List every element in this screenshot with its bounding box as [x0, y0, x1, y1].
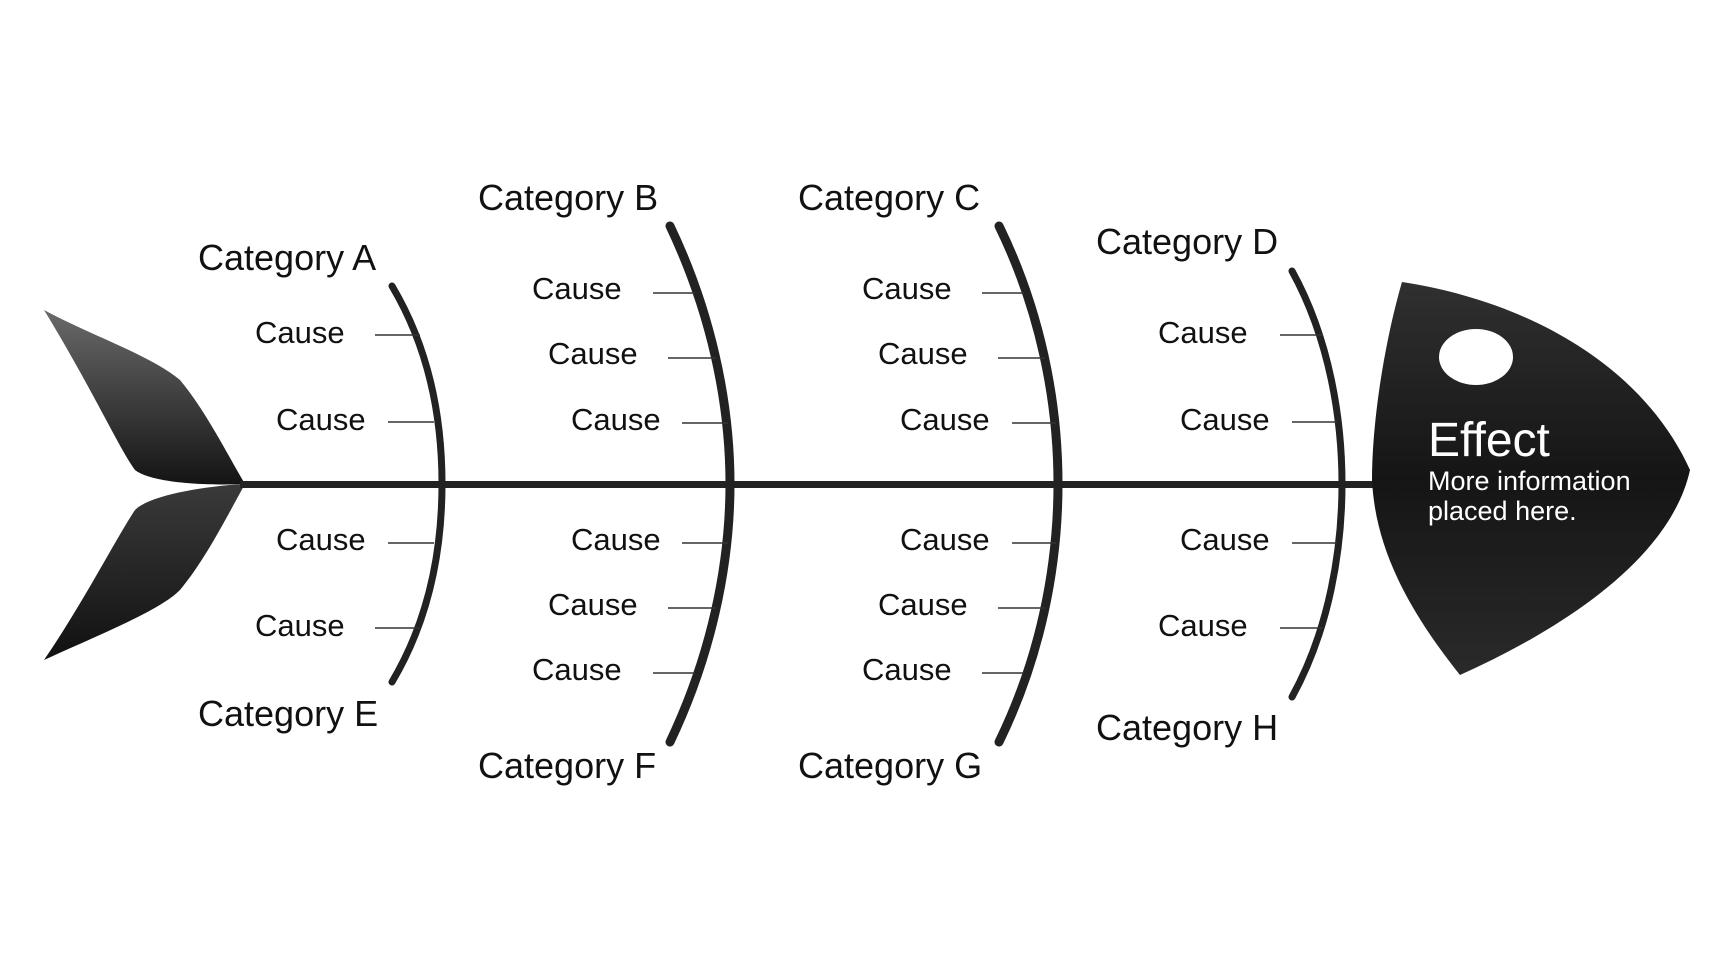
cause-label: Cause [571, 522, 661, 557]
category-c-label: Category C [798, 177, 980, 218]
category-b-label: Category B [478, 177, 658, 218]
bone-category-c [994, 221, 1063, 489]
cause-label: Cause [255, 315, 345, 350]
bone-category-d [1288, 267, 1346, 488]
cause-label: Cause [276, 522, 366, 557]
cause-label: Cause [862, 652, 952, 687]
cause-label: Cause [255, 608, 345, 643]
cause-label: Cause [878, 587, 968, 622]
cause-label: Cause [900, 522, 990, 557]
effect-description-line-2: placed here. [1428, 496, 1577, 526]
cause-label: Cause [1180, 402, 1270, 437]
tail-upper-fin [44, 310, 245, 485]
bone-category-g [994, 479, 1063, 747]
cause-label: Cause [532, 271, 622, 306]
spine [240, 481, 1385, 488]
bone-category-a [388, 282, 446, 488]
category-h-label: Category H [1096, 707, 1278, 748]
cause-label: Cause [548, 336, 638, 371]
cause-label: Cause [1180, 522, 1270, 557]
cause-label: Cause [1158, 608, 1248, 643]
category-f-label: Category F [478, 745, 656, 786]
fish-eye [1439, 329, 1513, 385]
cause-label: Cause [276, 402, 366, 437]
cause-label: Cause [1158, 315, 1248, 350]
cause-ticks [375, 292, 1337, 674]
fish-head [1372, 282, 1690, 675]
cause-label: Cause [571, 402, 661, 437]
cause-label: Cause [532, 652, 622, 687]
bone-category-h [1288, 480, 1346, 701]
cause-label: Cause [862, 271, 952, 306]
effect-description-line-1: More information [1428, 466, 1631, 496]
tail-lower-fin [44, 484, 245, 660]
category-d-label: Category D [1096, 221, 1278, 262]
category-a-label: Category A [198, 237, 376, 278]
effect-title: Effect [1428, 414, 1550, 467]
category-g-label: Category G [798, 745, 982, 786]
bone-category-f [665, 479, 735, 747]
bone-category-e [388, 480, 446, 686]
cause-label: Cause [900, 402, 990, 437]
cause-label: Cause [548, 587, 638, 622]
bone-category-b [665, 221, 735, 489]
category-e-label: Category E [198, 693, 378, 734]
cause-label: Cause [878, 336, 968, 371]
